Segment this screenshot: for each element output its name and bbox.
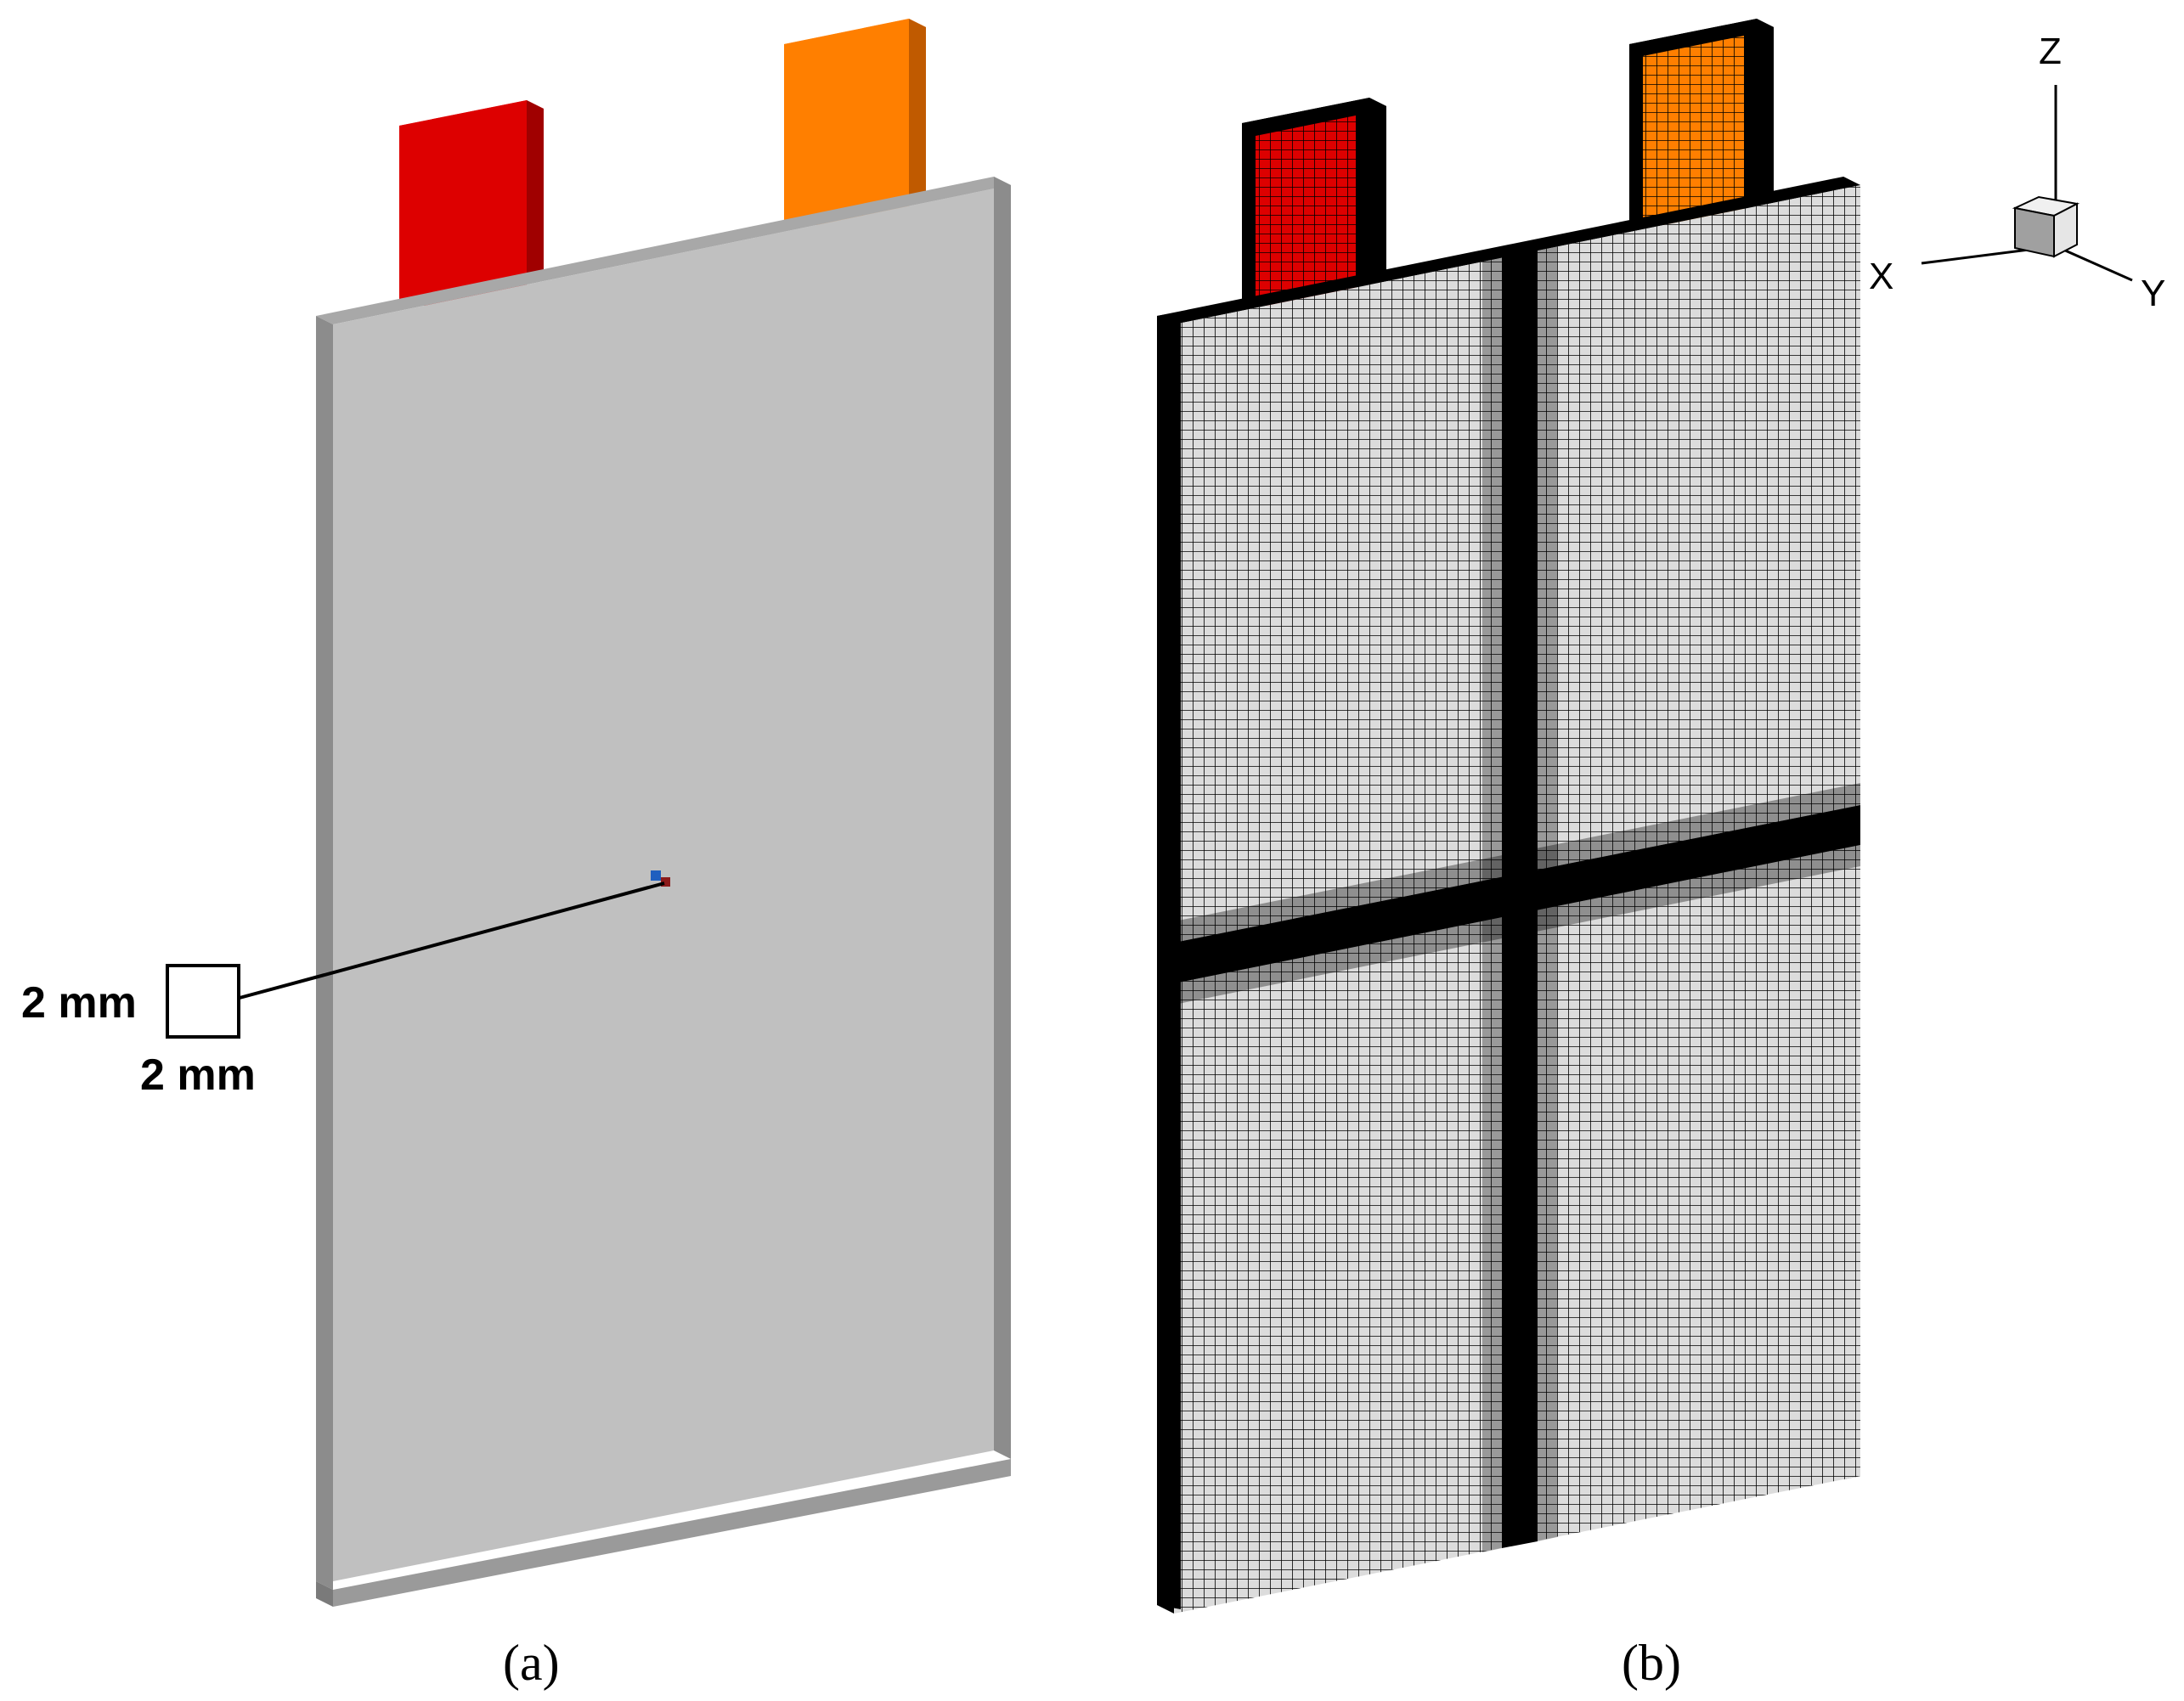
y-axis-line (2055, 245, 2133, 282)
positive-tab-mesh (1242, 98, 1386, 306)
y-axis-label: Y (2141, 273, 2165, 314)
cell-body-mesh (1157, 177, 1860, 1614)
panel-b-mesh-model: (b) (1157, 19, 1860, 1691)
sample-point-blue (651, 870, 661, 881)
sample-point-red (661, 877, 670, 887)
x-axis-label: X (1869, 256, 1893, 297)
negative-tab (784, 19, 926, 225)
leader-line (239, 881, 665, 1000)
dimension-label-horizontal: 2 mm (140, 1050, 256, 1100)
inset-square (166, 964, 240, 1039)
panel-a-cell-model: 2 mm 2 mm (a) (21, 19, 1011, 1691)
cell-body (316, 177, 1011, 1607)
axis-triad: Z X Y (1869, 31, 2165, 314)
panel-a-caption: (a) (503, 1635, 560, 1691)
orientation-cube-icon (2012, 195, 2080, 258)
positive-tab (399, 100, 544, 306)
negative-tab-mesh (1629, 19, 1774, 225)
panel-b-caption: (b) (1622, 1635, 1681, 1691)
dimension-label-vertical: 2 mm (21, 978, 137, 1028)
z-axis-label: Z (2039, 31, 2062, 72)
